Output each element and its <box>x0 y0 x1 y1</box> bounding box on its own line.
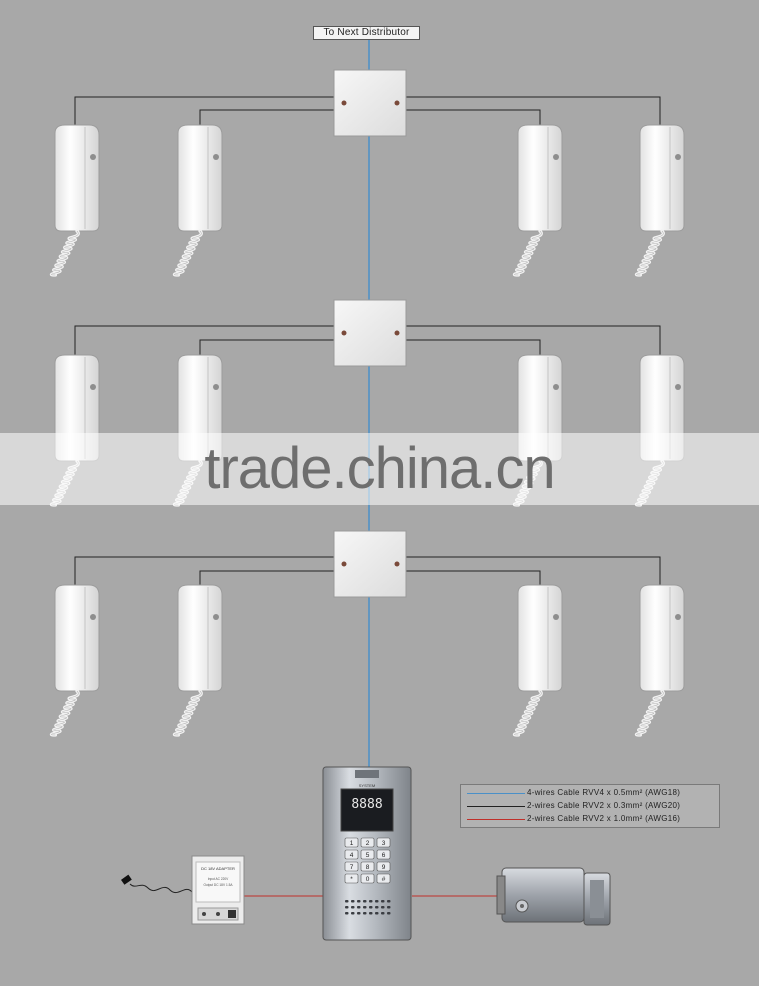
coiled-cord <box>172 689 203 737</box>
handset-button <box>553 154 559 160</box>
handset-button <box>90 614 96 620</box>
handset-button <box>213 614 219 620</box>
handset-button <box>675 384 681 390</box>
distributor-box <box>333 299 407 367</box>
keypad-key[interactable]: 0 <box>360 873 375 884</box>
watermark: trade.china.cn <box>204 436 555 501</box>
door-entry-panel: SYSTEM 8888 1 2 3 4 5 6 7 8 9 * 0 # <box>322 766 412 941</box>
keypad-key-label: 9 <box>382 864 386 871</box>
watermark-band <box>0 433 759 505</box>
indoor-handset <box>172 124 223 277</box>
power-supply-line: Input AC 220V <box>208 877 229 881</box>
coiled-cord <box>634 689 665 737</box>
keypad-key-label: 4 <box>350 852 354 859</box>
indoor-handset <box>634 584 685 737</box>
keypad-key-label: 3 <box>382 840 386 847</box>
legend-label: 4-wires Cable RVV4 x 0.5mm² (AWG18) <box>527 788 681 797</box>
legend-label: 2-wires Cable RVV2 x 0.3mm² (AWG20) <box>527 801 681 810</box>
coiled-cord <box>634 229 665 277</box>
handset-button <box>90 154 96 160</box>
indoor-handset <box>49 124 100 277</box>
keypad-key[interactable]: * <box>344 873 359 884</box>
keypad-key[interactable]: 4 <box>344 849 359 860</box>
keypad-key[interactable]: 3 <box>376 837 391 848</box>
keypad-key[interactable]: # <box>376 873 391 884</box>
distributor-label: To Next Distributor <box>313 26 420 40</box>
power-supply: DC 18V ADAPTER Input AC 220V Output DC 1… <box>191 855 245 925</box>
handset-button <box>553 614 559 620</box>
panel-brand: SYSTEM <box>359 783 375 788</box>
distributor-box <box>333 530 407 598</box>
handset-button <box>553 384 559 390</box>
handset-button <box>213 384 219 390</box>
legend-swatch <box>467 806 525 807</box>
handset-button <box>213 154 219 160</box>
keypad-key-label: * <box>350 876 353 883</box>
indoor-handset <box>634 124 685 277</box>
coiled-cord <box>49 689 80 737</box>
keypad-key-label: 0 <box>366 876 370 883</box>
legend-label: 2-wires Cable RVV2 x 1.0mm² (AWG16) <box>527 814 681 823</box>
legend-row: 2-wires Cable RVV2 x 0.3mm² (AWG20) <box>461 800 719 812</box>
distributor-box <box>333 69 407 137</box>
branch-wires-2 <box>74 325 661 355</box>
branch-wires-3 <box>74 556 661 585</box>
keypad-key-label: # <box>382 876 386 883</box>
legend-swatch <box>467 793 525 794</box>
indoor-handset <box>172 584 223 737</box>
keypad-key-label: 1 <box>350 840 354 847</box>
coiled-cord <box>512 689 543 737</box>
keypad-key[interactable]: 1 <box>344 837 359 848</box>
keypad-key-label: 8 <box>366 864 370 871</box>
speaker-grille <box>345 900 391 915</box>
keypad-key-label: 2 <box>366 840 370 847</box>
indoor-handset <box>49 584 100 737</box>
legend-row: 2-wires Cable RVV2 x 1.0mm² (AWG16) <box>461 813 719 825</box>
cable-legend: 4-wires Cable RVV4 x 0.5mm² (AWG18) 2-wi… <box>460 784 720 828</box>
keypad-key[interactable]: 2 <box>360 837 375 848</box>
handset-button <box>675 614 681 620</box>
power-cord <box>121 874 193 894</box>
electric-lock <box>496 867 611 926</box>
keypad-key-label: 5 <box>366 852 370 859</box>
panel-display-digits: 8888 <box>351 797 382 812</box>
panel-display <box>340 788 394 832</box>
indoor-handset <box>512 584 563 737</box>
indoor-handset <box>512 124 563 277</box>
coiled-cord <box>172 229 203 277</box>
keypad-key-label: 6 <box>382 852 386 859</box>
handset-button <box>675 154 681 160</box>
coiled-cord <box>512 229 543 277</box>
power-supply-line: Output DC 18V 1.5A <box>203 883 233 887</box>
legend-swatch <box>467 819 525 820</box>
power-supply-title: DC 18V ADAPTER <box>201 866 235 871</box>
coiled-cord <box>49 229 80 277</box>
keypad-key[interactable]: 5 <box>360 849 375 860</box>
branch-wires-1 <box>74 96 661 125</box>
keypad-key[interactable]: 6 <box>376 849 391 860</box>
handset-button <box>90 384 96 390</box>
keypad-key-label: 7 <box>350 864 354 871</box>
keypad-key[interactable]: 7 <box>344 861 359 872</box>
keypad-key[interactable]: 8 <box>360 861 375 872</box>
keypad-key[interactable]: 9 <box>376 861 391 872</box>
legend-row: 4-wires Cable RVV4 x 0.5mm² (AWG18) <box>461 787 719 799</box>
